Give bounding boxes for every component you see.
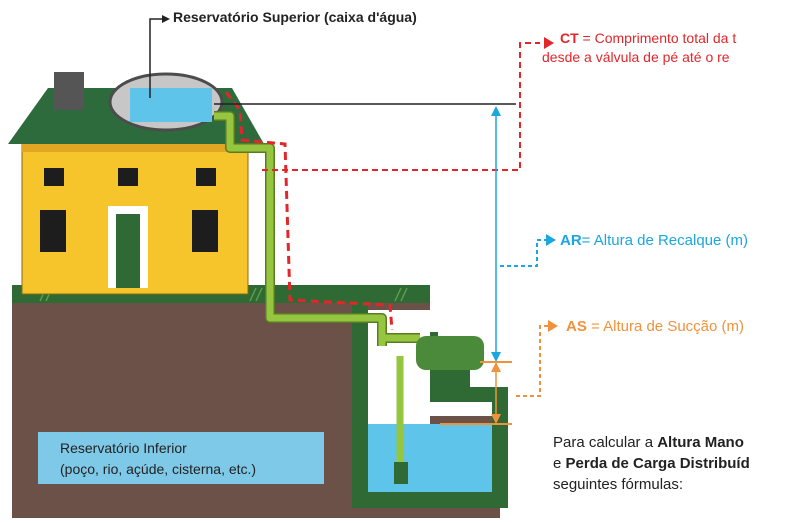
as-label: AS = Altura de Sucção (m) — [566, 318, 744, 335]
pump-base — [432, 365, 470, 400]
pump-shelf-gap — [430, 402, 492, 416]
ct-label-line2: desde a válvula de pé até o re — [542, 49, 730, 65]
formula-line2-prefix: e — [553, 455, 566, 472]
lower-reservoir-line2: (poço, rio, açúde, cisterna, etc.) — [60, 461, 257, 477]
as-text: = Altura de Sucção (m) — [586, 318, 744, 335]
ar-label: AR= Altura de Recalque (m) — [560, 232, 748, 249]
ct-text: = Comprimento total da t — [578, 30, 737, 46]
lower-water — [368, 424, 492, 492]
ct-arrow — [544, 37, 554, 49]
formula-line2: e Perda de Carga Distribuíd — [553, 453, 750, 474]
formula-text: Para calcular a Altura Mano e Perda de C… — [553, 432, 750, 495]
formula-line1: Para calcular a Altura Mano — [553, 432, 750, 453]
formula-line2-bold: Perda de Carga Distribuíd — [565, 455, 750, 472]
ar-callout — [500, 239, 548, 267]
foot-valve — [394, 462, 408, 484]
pump-body — [416, 336, 484, 370]
upper-water — [130, 88, 212, 122]
formula-line1-bold: Altura Mano — [657, 434, 744, 451]
top-label-arrow — [149, 18, 164, 98]
formula-line3: seguintes fórmulas: — [553, 476, 684, 493]
pipe-fill — [214, 112, 420, 346]
windows — [40, 168, 218, 252]
ct-key: CT — [560, 30, 579, 46]
lower-reservoir-label: Reservatório Inferior (poço, rio, açúde,… — [60, 438, 256, 480]
ct-dashed-path — [224, 91, 394, 331]
upper-reservoir-label: Reservatório Superior (caixa d'água) — [173, 9, 417, 25]
chimney — [54, 72, 84, 110]
ct-dashed-callout — [262, 42, 540, 171]
lower-reservoir-box — [38, 432, 324, 484]
house-ledge — [22, 144, 248, 152]
ar-text: = Altura de Recalque (m) — [581, 232, 749, 249]
door — [116, 214, 140, 288]
lower-reservoir-line1: Reservatório Inferior — [60, 440, 187, 456]
formula-line1-prefix: Para calcular a — [553, 434, 658, 451]
ar-key: AR — [560, 232, 582, 249]
as-callout — [516, 325, 550, 397]
ct-label-line1: CT = Comprimento total da t — [560, 30, 736, 46]
as-key: AS — [566, 318, 587, 335]
